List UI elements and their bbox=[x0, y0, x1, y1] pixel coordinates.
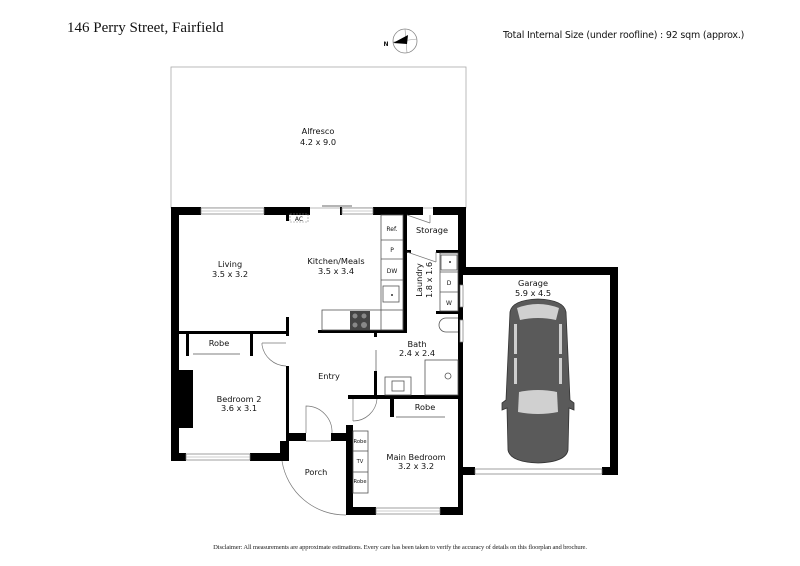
joinery-robe-bottom-label: Robe bbox=[353, 479, 366, 485]
main-robe-label: Robe bbox=[415, 402, 436, 412]
doors bbox=[261, 214, 437, 516]
fridge-label: Ref. bbox=[386, 226, 397, 233]
bath-dims: 2.4 x 2.4 bbox=[399, 348, 435, 358]
car-icon bbox=[501, 298, 575, 464]
living-label: Living bbox=[218, 259, 242, 269]
pantry-label: P bbox=[390, 247, 394, 254]
garage-dims: 5.9 x 4.5 bbox=[515, 288, 551, 298]
storage-label: Storage bbox=[416, 225, 448, 235]
porch-label: Porch bbox=[305, 467, 328, 477]
bedroom2-label: Bedroom 2 bbox=[217, 394, 262, 404]
laundry-fixtures bbox=[439, 252, 459, 312]
bedroom2-robe-label: Robe bbox=[209, 338, 230, 348]
entry-label: Entry bbox=[318, 371, 340, 381]
dishwasher-label: DW bbox=[387, 268, 398, 275]
total-size-label: Total Internal Size (under roofline) : 9… bbox=[503, 30, 745, 41]
main-bedroom-dims: 3.2 x 3.2 bbox=[398, 461, 434, 471]
ac-unit-icon bbox=[289, 213, 309, 223]
compass-north-label: N bbox=[383, 41, 388, 48]
walls bbox=[171, 207, 618, 515]
compass-icon: N bbox=[383, 28, 418, 54]
bath-fixtures bbox=[384, 317, 459, 396]
kitchen-bench bbox=[321, 214, 404, 331]
alfresco-area bbox=[170, 66, 467, 209]
alfresco-label: Alfresco bbox=[302, 126, 335, 136]
property-address: 146 Perry Street, Fairfield bbox=[67, 20, 224, 36]
main-bedroom-label: Main Bedroom bbox=[386, 452, 445, 462]
laundry-dims: 1.8 x 1.6 bbox=[424, 262, 434, 298]
living-dims: 3.5 x 3.2 bbox=[212, 269, 248, 279]
ac-label: AC bbox=[295, 216, 303, 223]
cooktop-icon bbox=[350, 311, 370, 330]
alfresco-dims: 4.2 x 9.0 bbox=[300, 137, 336, 147]
washer-label: W bbox=[446, 300, 452, 307]
bath-label: Bath bbox=[407, 339, 426, 349]
laundry-label: Laundry bbox=[414, 263, 424, 297]
disclaimer-text: Disclaimer: All measurements are approxi… bbox=[213, 544, 587, 551]
dryer-label: D bbox=[447, 280, 452, 287]
kitchen-label: Kitchen/Meals bbox=[307, 256, 364, 266]
joinery-robe-top-label: Robe bbox=[353, 439, 366, 445]
kitchen-sink-icon bbox=[382, 285, 400, 303]
kitchen-dims: 3.5 x 3.4 bbox=[318, 266, 354, 276]
windows bbox=[185, 205, 603, 515]
bedroom2-dims: 3.6 x 3.1 bbox=[221, 403, 257, 413]
tv-label: TV bbox=[356, 459, 364, 465]
main-bedroom-joinery bbox=[352, 430, 369, 494]
garage-label: Garage bbox=[518, 278, 548, 288]
